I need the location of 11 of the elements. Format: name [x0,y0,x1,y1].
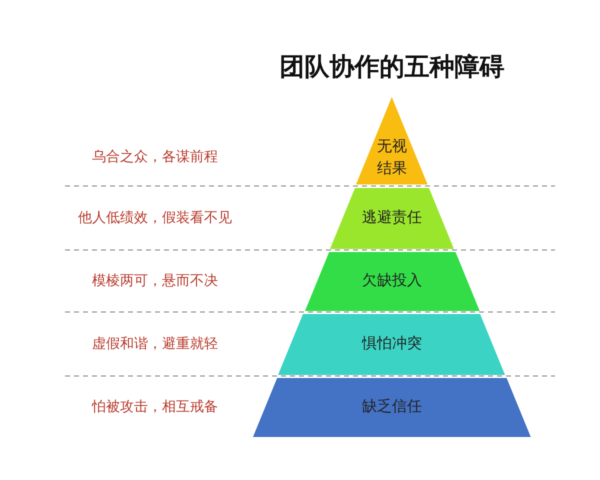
layer-label: 逃避责任 [362,207,422,228]
layer-label: 缺乏信任 [362,396,422,418]
description-text: 怕被攻击，相互戒备 [90,398,219,416]
description-text: 乌合之众，各谋前程 [91,148,219,166]
layer-label: 无视结果 [376,136,408,179]
layer-label: 欠缺投入 [362,270,422,292]
description-text: 他人低绩效，假装看不见 [77,209,233,227]
description-text: 虚假和谐，避重就轻 [91,335,219,353]
description-text: 模棱两可，悬而不决 [91,272,219,290]
title: 团队协作的五种障碍 [278,51,506,83]
layer-label: 惧怕冲突 [362,333,422,354]
